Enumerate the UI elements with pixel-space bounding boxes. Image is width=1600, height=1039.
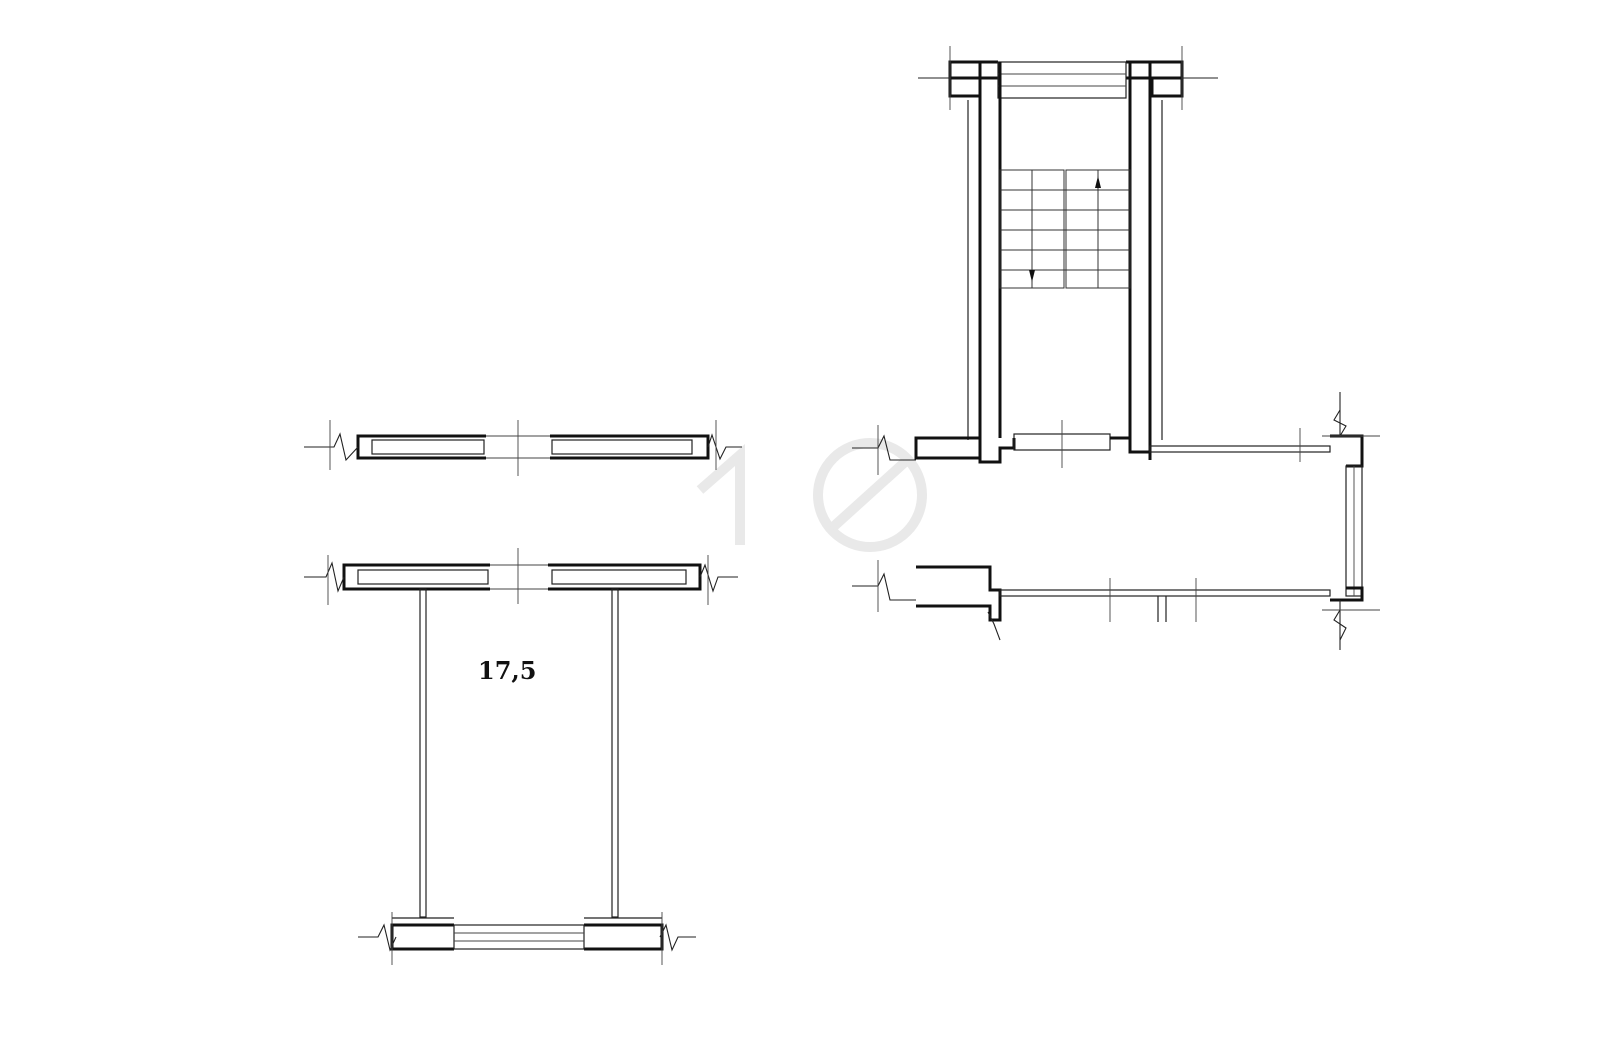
watermark bbox=[696, 438, 927, 552]
room-side-walls bbox=[419, 588, 619, 918]
corridor-upper-wall bbox=[852, 420, 1331, 475]
corridor-lower-wall bbox=[852, 560, 1331, 641]
left-bottom-wall bbox=[358, 912, 696, 965]
left-middle-wall bbox=[304, 548, 738, 605]
room-area-label: 17,5 bbox=[478, 656, 537, 685]
stair-core bbox=[918, 46, 1218, 460]
left-top-wall bbox=[304, 420, 742, 476]
right-window-wall bbox=[1322, 392, 1380, 650]
